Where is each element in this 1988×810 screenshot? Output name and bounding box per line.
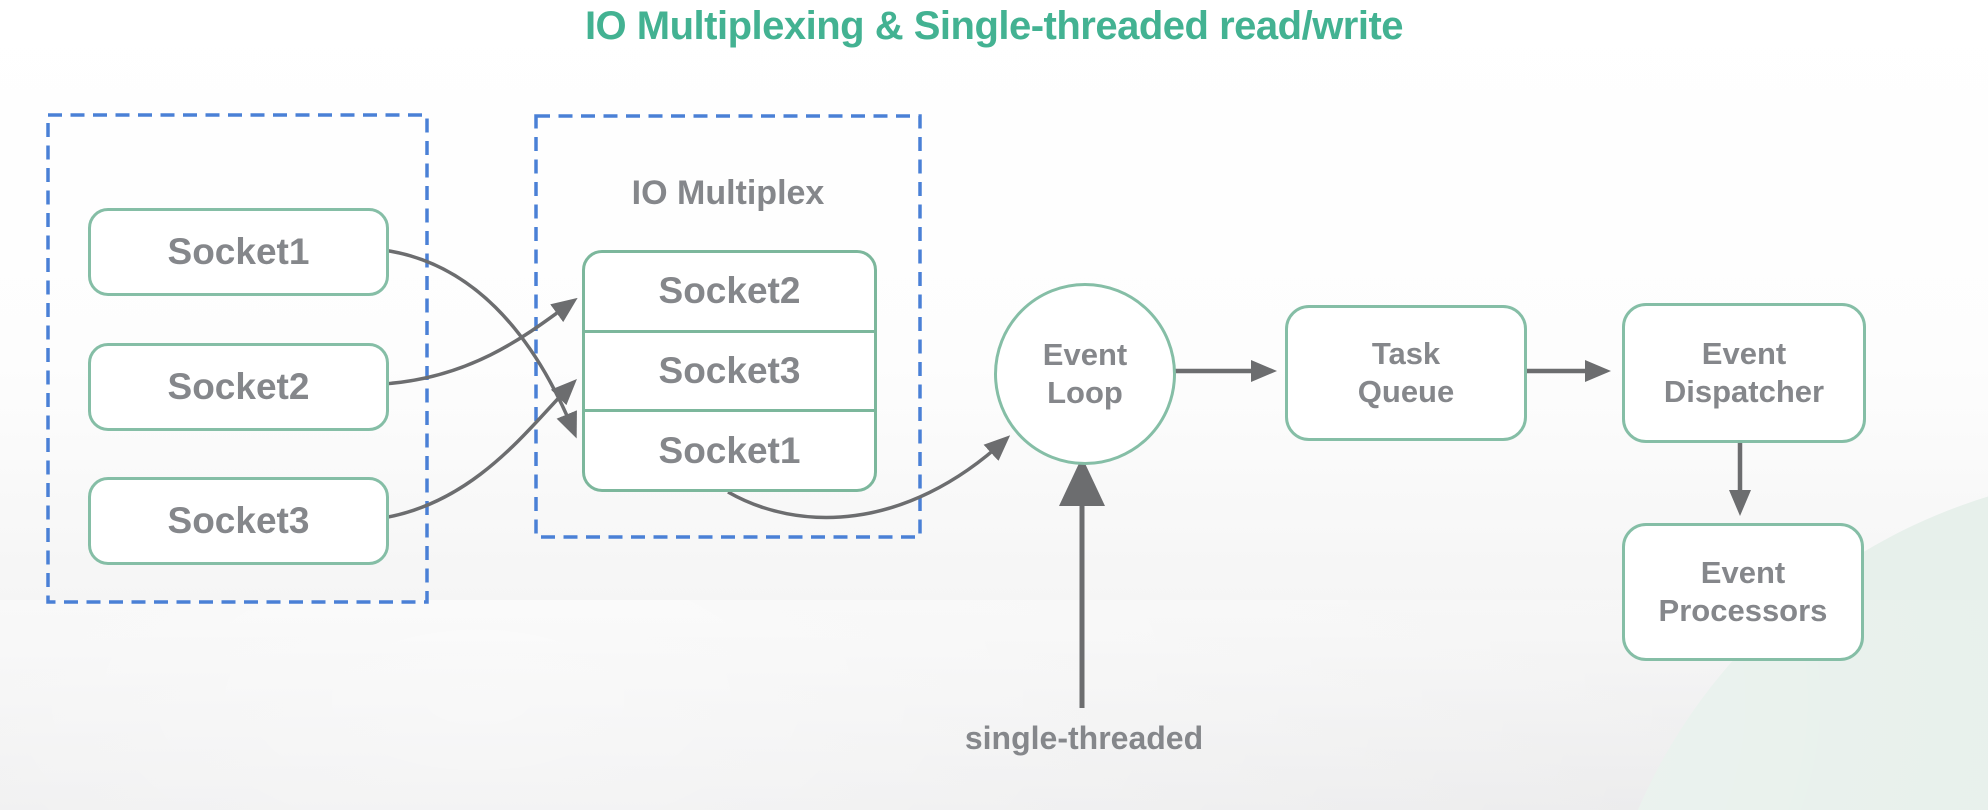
single-threaded-annotation: single-threaded — [964, 720, 1204, 756]
event-loop-label: Event Loop — [1042, 337, 1128, 410]
task-queue-node: Task Queue — [1285, 305, 1527, 441]
arrow-multiplex-to-event-loop — [727, 435, 1011, 520]
socket1-node: Socket1 — [88, 208, 389, 296]
socket3-label: Socket3 — [167, 500, 310, 541]
client-sockets-dashed-border — [46, 113, 429, 604]
event-processors-node: Event Processors — [1622, 523, 1864, 661]
event-dispatcher-label: Event Dispatcher — [1663, 336, 1825, 409]
multiplex-row-socket3: Socket3 — [585, 329, 874, 410]
socket1-label: Socket1 — [167, 231, 310, 272]
arrow-socket2-to-multiplex — [382, 297, 578, 386]
socket2-node: Socket2 — [88, 343, 389, 431]
arrow-socket1-to-multiplex — [382, 248, 577, 439]
event-processors-label: Event Processors — [1658, 555, 1828, 628]
multiplex-row-socket2: Socket2 — [658, 270, 801, 312]
arrow-single-threaded-head — [1059, 457, 1105, 506]
io-multiplex-stack: Socket2 Socket3 Socket1 — [582, 250, 877, 492]
diagram-title: IO Multiplexing & Single-threaded read/w… — [584, 4, 1404, 48]
arrow-socket3-to-multiplex — [382, 379, 577, 520]
multiplex-row-socket1: Socket1 — [585, 409, 874, 489]
task-queue-label: Task Queue — [1357, 336, 1455, 409]
socket3-node: Socket3 — [88, 477, 389, 565]
event-loop-node: Event Loop — [994, 283, 1176, 465]
socket2-label: Socket2 — [167, 366, 310, 407]
io-multiplex-title: IO Multiplex — [631, 174, 825, 212]
event-dispatcher-node: Event Dispatcher — [1622, 303, 1866, 443]
